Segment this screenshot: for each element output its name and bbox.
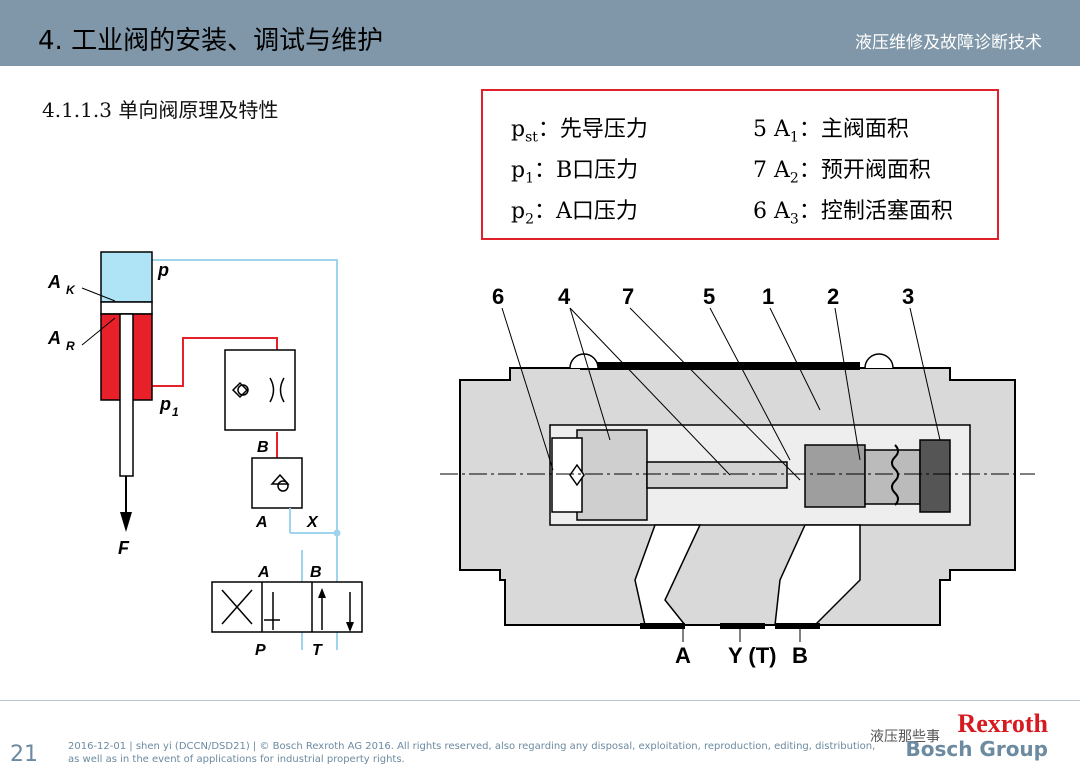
label-valve-t: T: [312, 642, 323, 659]
section-label-1: 1: [762, 284, 774, 309]
section-label-7: 7: [622, 284, 634, 309]
legend-a1: 5 A1：主阀面积: [753, 117, 909, 146]
cylinder: [81, 251, 153, 532]
section-label-4: 4: [558, 284, 571, 309]
label-p: p: [157, 260, 169, 280]
label-valve-a: A: [257, 564, 270, 581]
label-x: X: [306, 514, 319, 531]
label-b: B: [257, 439, 269, 456]
copyright-line-2: as well as in the event of applications …: [68, 754, 405, 765]
watermark: 液压那些事: [870, 729, 940, 745]
legend-p1: p1：B口压力: [511, 158, 639, 187]
legend-p2: p2：A口压力: [511, 199, 638, 228]
label-p1: p: [159, 394, 171, 414]
port-label-y: Y (T): [728, 643, 776, 668]
legend-a3: 6 A3：控制活塞面积: [753, 199, 953, 228]
page-number: 21: [10, 742, 38, 767]
symbol-legend: pst：先导压力 p1：B口压力 p2：A口压力 5 A1：主阀面积 7 A2：…: [481, 89, 999, 240]
label-a: A: [255, 514, 268, 531]
header-bar: 4. 工业阀的安装、调试与维护 液压维修及故障诊断技术: [0, 0, 1080, 66]
legend-pst: pst：先导压力: [511, 117, 648, 146]
directional-valve: [211, 581, 363, 633]
port-label-a: A: [675, 643, 691, 668]
page-title: 4. 工业阀的安装、调试与维护: [38, 26, 384, 56]
section-label-6: 6: [492, 284, 504, 309]
copyright-line-1: 2016-12-01 | shen yi (DCCN/DSD21) | © Bo…: [68, 741, 876, 752]
brand-bosch-group: Bosch Group: [905, 737, 1048, 761]
section-subtitle: 4.1.1.3 单向阀原理及特性: [42, 98, 279, 122]
footer-divider: [0, 700, 1080, 701]
brand-rexroth: Rexroth: [957, 709, 1048, 738]
valve-section-drawing: 6 4 7 5 1 2 3 A Y (T) B: [440, 284, 1035, 668]
section-label-2: 2: [827, 284, 839, 309]
label-p1-sub: 1: [172, 405, 179, 419]
hydraulic-schematic: A K A R p p 1 B A X A B P T F: [47, 251, 363, 659]
label-valve-p: P: [255, 642, 266, 659]
label-force: F: [118, 538, 130, 558]
label-ar-sub: R: [66, 339, 75, 353]
section-label-5: 5: [703, 284, 715, 309]
section-label-3: 3: [902, 284, 914, 309]
label-valve-b: B: [310, 564, 322, 581]
legend-a2: 7 A2：预开阀面积: [753, 158, 931, 187]
course-title: 液压维修及故障诊断技术: [855, 33, 1042, 53]
label-ar: A: [47, 328, 61, 348]
label-ak-sub: K: [66, 283, 76, 297]
brand-logo: Rexroth Bosch Group: [905, 709, 1048, 761]
label-ak: A: [47, 272, 61, 292]
port-label-b: B: [792, 643, 808, 668]
